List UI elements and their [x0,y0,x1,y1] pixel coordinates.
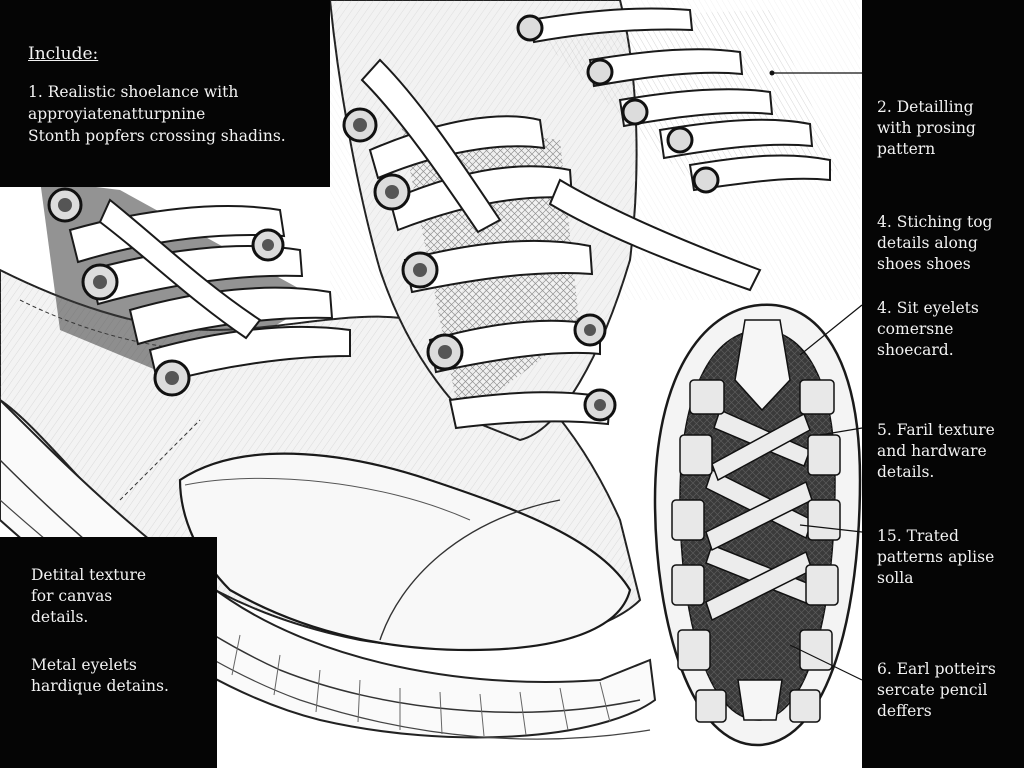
main-shoe-laces [40,180,351,397]
intro-title: Include: [28,44,99,64]
callout-2: 2. Detailling with prosing pattern [877,98,976,158]
canvas-detail-note: Detital texture for canvas details. [31,566,147,626]
intro-line-1: 1. Realistic shoelance with [28,83,239,101]
callouts-panel: 2. Detailling with prosing pattern 4. St… [862,0,1024,768]
eyelet-detail-note: Metal eyelets hardique detains. [31,656,169,695]
intro-panel: Include: 1. Realistic shoelance with app… [0,0,330,187]
lace-detail-strip [516,7,840,194]
callout-15: 15. Trated patterns aplise solla [877,527,995,587]
second-shoe [328,0,762,442]
sole-tread [653,303,862,747]
detail-panel: Detital texture for canvas details. Meta… [0,537,217,768]
callout-4b: 4. Sit eyelets comersne shoecard. [877,299,979,359]
callout-lines [772,72,863,681]
callout-6: 6. Earl potteirs sercate pencil deffers [877,660,996,720]
callout-5: 5. Faril texture and hardware details. [877,421,995,481]
intro-line-3: Stonth popfers crossing shadins. [28,127,286,145]
callout-4a: 4. Stiching tog details along shoes shoe… [877,213,993,273]
intro-line-2: approyiatenatturpnine [28,105,206,123]
